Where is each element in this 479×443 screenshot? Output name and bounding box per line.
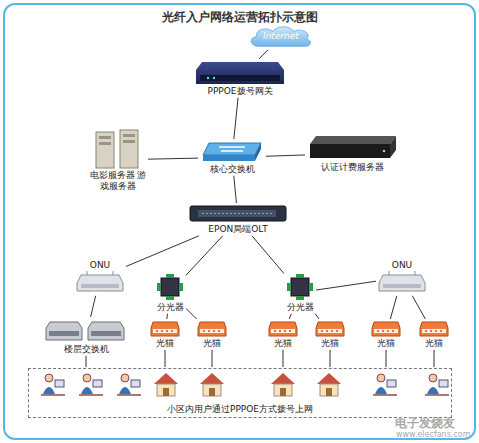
- modem-icon: [314, 320, 346, 338]
- modem-icon: [418, 320, 450, 338]
- modem-icon: [314, 320, 346, 338]
- connector: [234, 176, 237, 203]
- device-node: 光猫: [149, 320, 181, 349]
- onu-icon: [377, 271, 427, 295]
- node-label: 光猫: [203, 338, 221, 349]
- modem-icon: [267, 320, 299, 338]
- olt-icon: [188, 204, 288, 224]
- connector: [148, 158, 198, 159]
- node-label: Internet: [263, 31, 299, 42]
- splitter-icon: [155, 272, 185, 302]
- modem-icon: [196, 320, 228, 338]
- modem-icon: [149, 320, 181, 338]
- device-node: 光猫: [267, 320, 299, 349]
- device-node: Internet: [247, 24, 315, 49]
- node-label: 电影服务器 游戏服务器: [89, 170, 147, 192]
- connector: [259, 50, 268, 59]
- node-label: 光猫: [274, 338, 292, 349]
- onu-icon: [75, 271, 125, 295]
- node-label: 认证计费服务器: [321, 162, 384, 173]
- node-label: 小区内用户通过PPPOE方式拨号上网: [167, 404, 313, 415]
- device-node: EPON局端OLT: [188, 204, 288, 235]
- device-node: 认证计费服务器: [306, 134, 398, 173]
- watermark: 电子发烧友: [395, 417, 455, 429]
- connector: [212, 350, 213, 367]
- diagram-title: 光纤入户网络运营拓扑示意图: [0, 9, 479, 26]
- connector: [390, 296, 397, 319]
- user-area: 小区内用户通过PPPOE方式拨号上网: [28, 368, 452, 418]
- device-node: ONU: [377, 260, 427, 295]
- connector: [86, 356, 87, 367]
- auth-icon: [306, 134, 398, 162]
- node-label: 分光器: [287, 302, 314, 313]
- gateway-icon: [194, 60, 286, 86]
- device-node: 电影服务器 游戏服务器: [89, 128, 147, 192]
- connector: [252, 236, 284, 274]
- servers-icon: [92, 128, 144, 170]
- coresw-icon: [199, 140, 265, 164]
- modem-icon: [267, 320, 299, 338]
- splitter-icon: [155, 272, 185, 302]
- splitter-icon: [285, 272, 315, 302]
- connector: [289, 314, 291, 319]
- device-node: 分光器: [285, 272, 315, 313]
- node-label: ONU: [392, 260, 412, 271]
- connector: [166, 314, 168, 319]
- connector: [412, 296, 425, 319]
- connector: [316, 281, 376, 290]
- node-label: 光猫: [321, 338, 339, 349]
- onu-icon: [377, 271, 427, 295]
- splitter-icon: [285, 272, 315, 302]
- node-label: EPON局端OLT: [208, 224, 267, 235]
- device-node: 核心交换机: [199, 140, 265, 175]
- modem-icon: [370, 320, 402, 338]
- device-node: 楼层交换机: [44, 318, 128, 355]
- node-label: 光猫: [156, 338, 174, 349]
- connector: [91, 296, 96, 317]
- connector: [330, 350, 331, 367]
- node-label: 分光器: [157, 302, 184, 313]
- device-node: 光猫: [418, 320, 450, 349]
- connector: [186, 236, 223, 275]
- modem-icon: [370, 320, 402, 338]
- auth-icon: [306, 134, 398, 162]
- users-illustration: [29, 370, 453, 404]
- connector: [126, 236, 199, 267]
- device-node: ONU: [75, 260, 125, 295]
- node-label: 核心交换机: [210, 164, 255, 175]
- node-label: 楼层交换机: [64, 344, 109, 355]
- coresw-icon: [199, 140, 265, 164]
- connector: [434, 350, 435, 367]
- onu-icon: [75, 271, 125, 295]
- connector: [234, 98, 238, 139]
- modem-icon: [418, 320, 450, 338]
- node-label: 光猫: [377, 338, 395, 349]
- gateway-icon: [194, 60, 286, 86]
- device-node: 光猫: [314, 320, 346, 349]
- modem-icon: [196, 320, 228, 338]
- connector: [186, 308, 197, 319]
- device-node: 光猫: [370, 320, 402, 349]
- connector: [283, 350, 284, 367]
- connector: [165, 350, 166, 367]
- servers-icon: [92, 128, 144, 170]
- olt-icon: [188, 204, 288, 224]
- node-label: PPPOE拨号网关: [207, 86, 272, 97]
- node-label: 光猫: [425, 338, 443, 349]
- floorsw-icon: [44, 318, 128, 344]
- watermark: www.elecfans.com: [396, 431, 471, 439]
- device-node: 光猫: [196, 320, 228, 349]
- connector: [386, 350, 387, 367]
- device-node: 分光器: [155, 272, 185, 313]
- floorsw-icon: [44, 318, 128, 344]
- device-node: PPPOE拨号网关: [194, 60, 286, 97]
- connector: [266, 155, 305, 156]
- node-label: ONU: [90, 260, 110, 271]
- connector: [315, 314, 319, 319]
- modem-icon: [149, 320, 181, 338]
